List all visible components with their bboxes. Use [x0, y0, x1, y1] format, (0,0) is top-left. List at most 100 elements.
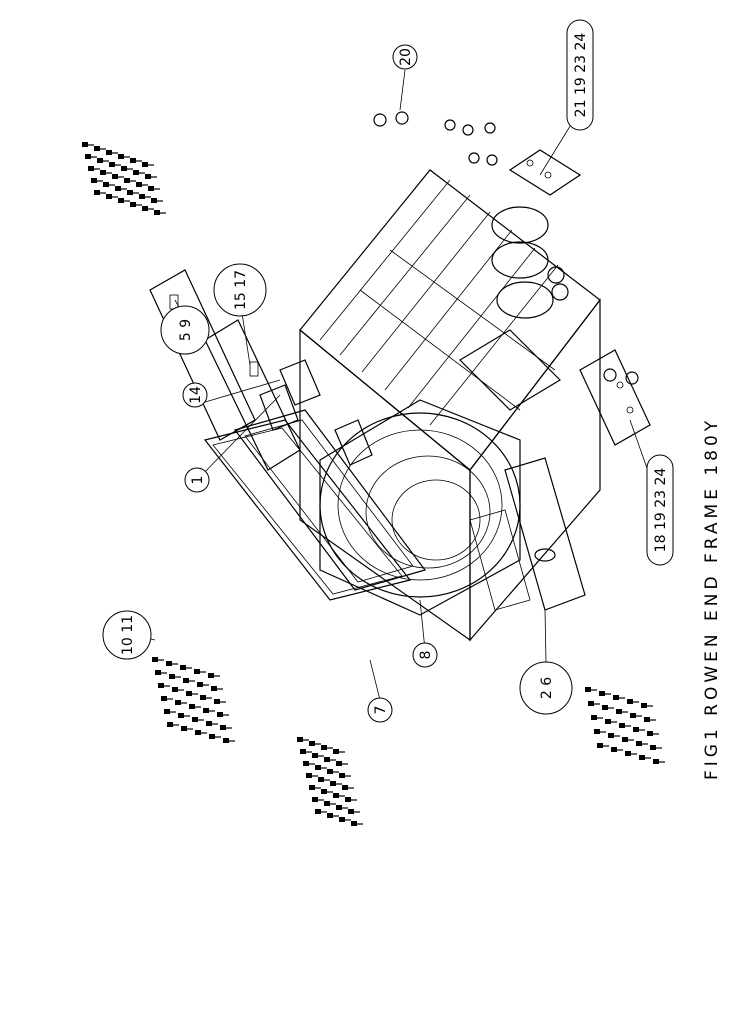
screw-icon — [591, 715, 603, 720]
screw-icon — [169, 674, 181, 679]
bearing-bore — [319, 399, 521, 616]
screw-icon — [336, 805, 348, 810]
screw-icon — [203, 708, 215, 713]
terminal-bosses — [491, 206, 569, 319]
screw-icon — [195, 730, 207, 735]
screw-icon — [192, 717, 204, 722]
screw-icon — [194, 669, 206, 674]
screw-icon — [158, 683, 170, 688]
screw-icon — [189, 704, 201, 709]
callout-14: 14 — [182, 382, 208, 408]
screw-icon — [152, 657, 164, 662]
screw-icon — [647, 731, 659, 736]
screw-icon — [186, 691, 198, 696]
screw-icon — [127, 190, 139, 195]
screw-icon — [306, 773, 318, 778]
callout-20: 20 — [392, 44, 418, 70]
screw-icon — [82, 142, 94, 147]
screw-icon — [327, 769, 339, 774]
screw-icon — [103, 182, 115, 187]
svg-text:1: 1 — [190, 476, 206, 485]
screw-icon — [145, 174, 157, 179]
svg-text:15 17: 15 17 — [233, 270, 249, 310]
screw-icon — [200, 695, 212, 700]
screw-icon — [178, 713, 190, 718]
screw-icon — [97, 158, 109, 163]
screw-icon — [342, 785, 354, 790]
screw-icon — [303, 761, 315, 766]
svg-text:7: 7 — [373, 706, 389, 715]
screw-icon — [321, 745, 333, 750]
screw-icon — [118, 154, 130, 159]
screw-icon — [223, 738, 235, 743]
screw-icon — [315, 765, 327, 770]
screw-icon — [206, 721, 218, 726]
screw-icon — [154, 210, 166, 215]
screw-icon — [300, 749, 312, 754]
svg-text:14: 14 — [188, 386, 204, 404]
screw-icon — [148, 186, 160, 191]
screw-icon — [166, 661, 178, 666]
screw-icon — [172, 687, 184, 692]
screw-icon — [588, 701, 600, 706]
screw-icon — [183, 678, 195, 683]
screw-icon — [175, 700, 187, 705]
screw-icon — [94, 146, 106, 151]
svg-text:21 19 23 24: 21 19 23 24 — [573, 33, 589, 118]
screw-icon — [91, 178, 103, 183]
screw-icon — [324, 757, 336, 762]
screw-icon — [155, 670, 167, 675]
screw-icon — [333, 749, 345, 754]
screw-icon — [653, 759, 665, 764]
screw-icon — [594, 729, 606, 734]
screw-icon — [115, 186, 127, 191]
callout-2-6: 2 6 — [519, 661, 573, 715]
screw-icon — [613, 695, 625, 700]
screw-icon — [351, 821, 363, 826]
callout-7: 7 — [367, 697, 393, 723]
screw-icon — [112, 174, 124, 179]
callout-15-17: 15 17 — [213, 263, 267, 317]
screw-icon — [324, 801, 336, 806]
screw-icon — [625, 751, 637, 756]
svg-text:20: 20 — [398, 48, 414, 66]
screw-icon — [130, 202, 142, 207]
svg-text:5 9: 5 9 — [178, 319, 194, 341]
screw-icon — [94, 190, 106, 195]
screw-icon — [167, 722, 179, 727]
screw-icon — [100, 170, 112, 175]
screw-icon — [297, 737, 309, 742]
screw-icon — [217, 712, 229, 717]
screw-icon — [633, 727, 645, 732]
screw-icon — [136, 182, 148, 187]
screw-icon — [151, 198, 163, 203]
callout-5-9: 5 9 — [160, 305, 210, 355]
screw-icon — [312, 797, 324, 802]
screw-icon — [197, 682, 209, 687]
screw-icon — [312, 753, 324, 758]
screw-icon — [599, 691, 611, 696]
screw-icon — [585, 687, 597, 692]
screw-icon — [139, 194, 151, 199]
screw-icon — [214, 699, 226, 704]
svg-text:8: 8 — [418, 651, 434, 660]
screw-icon — [333, 793, 345, 798]
screw-icon — [142, 162, 154, 167]
screw-icon — [161, 696, 173, 701]
screw-icon — [622, 737, 634, 742]
screw-icon — [644, 717, 656, 722]
screw-icon — [181, 726, 193, 731]
screw-icon — [327, 813, 339, 818]
screw-icon — [208, 673, 220, 678]
screw-icon — [605, 719, 617, 724]
screw-icon — [330, 781, 342, 786]
svg-text:10 11: 10 11 — [120, 615, 136, 655]
screw-icon — [315, 809, 327, 814]
screw-icon — [321, 789, 333, 794]
screw-icon — [142, 206, 154, 211]
screw-icon — [309, 785, 321, 790]
screw-icon — [124, 178, 136, 183]
screw-icon — [602, 705, 614, 710]
screw-icon — [164, 709, 176, 714]
screw-icon — [130, 158, 142, 163]
